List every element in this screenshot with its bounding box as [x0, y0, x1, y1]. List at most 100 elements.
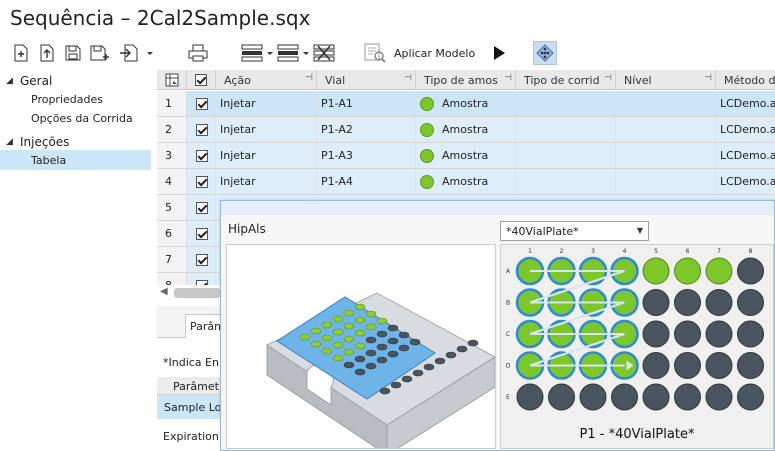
plate-view-icon[interactable] — [533, 41, 557, 65]
column-header-vial[interactable]: Vial⊣ — [317, 70, 416, 90]
cell-tipo-amostra[interactable]: Amostra — [416, 143, 516, 169]
cell-nivel[interactable] — [616, 169, 716, 195]
vial-C6[interactable] — [674, 320, 701, 348]
collapse-triangle-icon[interactable]: ◢ — [6, 76, 13, 86]
table-row[interactable]: 2 Injetar P1-A2 Amostra LCDemo.am — [157, 117, 775, 143]
cell-vial[interactable]: P1-A2 — [317, 117, 416, 143]
plate-type-dropdown[interactable]: *40VialPlate* ▼ — [500, 221, 649, 241]
chevron-down-icon[interactable]: ▼ — [636, 226, 643, 235]
vial-C5[interactable] — [642, 320, 670, 348]
cell-acao[interactable]: Injetar — [216, 91, 317, 117]
insert-above-icon[interactable] — [36, 42, 58, 64]
pin-icon[interactable]: ⊣ — [404, 73, 412, 83]
vial-E2[interactable] — [548, 383, 575, 411]
horizontal-scrollbar[interactable]: ◀ — [157, 285, 222, 301]
save-as-icon[interactable] — [88, 42, 112, 64]
cell-metodo[interactable]: LCDemo.am — [716, 143, 775, 169]
column-header-metodo[interactable]: Método d — [716, 70, 775, 90]
vial-E6[interactable] — [674, 383, 701, 411]
apply-template-icon[interactable] — [362, 42, 388, 64]
cell-acao[interactable]: Injetar — [216, 143, 317, 169]
column-chooser-icon[interactable] — [157, 70, 187, 90]
pin-icon[interactable]: ⊣ — [305, 73, 313, 83]
scroll-left-icon[interactable]: ◀ — [160, 286, 168, 297]
cell-tipo-corrida[interactable] — [516, 169, 616, 195]
apply-template-button[interactable]: Aplicar Modelo — [394, 47, 476, 60]
vial-D6[interactable] — [674, 352, 701, 379]
vial-A8[interactable] — [737, 257, 764, 285]
tree-item-tabela[interactable]: Tabela — [0, 150, 151, 170]
tree-group-injecoes[interactable]: ◢Injeções — [0, 132, 151, 152]
tree-group-geral[interactable]: ◢Geral — [0, 71, 151, 91]
table-row[interactable]: 4 Injetar P1-A4 Amostra LCDemo.am — [157, 169, 775, 195]
select-all-checkbox[interactable] — [187, 70, 216, 90]
column-header-nivel[interactable]: Nível⊣ — [616, 70, 716, 90]
pin-icon[interactable]: ⊣ — [704, 73, 712, 83]
run-icon[interactable] — [489, 42, 509, 64]
cell-vial[interactable]: P1-A3 — [317, 143, 416, 169]
vial-D5[interactable] — [642, 352, 670, 379]
row-checkbox[interactable] — [187, 247, 216, 273]
row-checkbox[interactable] — [187, 143, 216, 169]
table-row[interactable]: 1 Injetar P1-A1 Amostra LCDemo.am — [157, 91, 775, 117]
cell-tipo-corrida[interactable] — [516, 91, 616, 117]
vial-B5[interactable] — [642, 289, 670, 316]
cell-vial[interactable]: P1-A1 — [317, 91, 416, 117]
tree-item-propriedades[interactable]: Propriedades — [31, 92, 103, 106]
vial-A7[interactable] — [705, 257, 733, 285]
cell-acao[interactable]: Injetar — [216, 169, 317, 195]
vial-C7[interactable] — [705, 320, 733, 348]
parameter-row-sample-lot[interactable]: Sample Lot — [157, 395, 227, 419]
pin-icon[interactable]: ⊣ — [504, 73, 512, 83]
table-row[interactable]: 3 Injetar P1-A3 Amostra LCDemo.am — [157, 143, 775, 169]
cell-nivel[interactable] — [616, 143, 716, 169]
vial-C8[interactable] — [737, 320, 764, 348]
vial-B7[interactable] — [705, 289, 733, 316]
vial-E1[interactable] — [516, 383, 544, 411]
delete-rows-icon[interactable] — [312, 42, 336, 64]
row-checkbox[interactable] — [187, 169, 216, 195]
pin-icon[interactable]: ⊣ — [604, 73, 612, 83]
row-checkbox[interactable] — [187, 221, 216, 247]
cell-tipo-corrida[interactable] — [516, 117, 616, 143]
parameter-row-expiration[interactable]: Expiration — [163, 430, 219, 443]
collapse-triangle-icon[interactable]: ◢ — [6, 137, 13, 147]
fill-down-icon[interactable] — [240, 42, 276, 64]
vial-A6[interactable] — [674, 257, 701, 285]
save-icon[interactable] — [62, 42, 84, 64]
vial-B6[interactable] — [674, 289, 701, 316]
scroll-thumb[interactable] — [174, 288, 220, 298]
new-row-icon[interactable] — [10, 42, 32, 64]
vial-E8[interactable] — [737, 383, 764, 411]
cell-nivel[interactable] — [616, 117, 716, 143]
cell-tipo-corrida[interactable] — [516, 143, 616, 169]
row-checkbox[interactable] — [187, 117, 216, 143]
row-checkbox[interactable] — [187, 91, 216, 117]
print-icon[interactable] — [186, 42, 210, 64]
cell-nivel[interactable] — [616, 91, 716, 117]
cell-tipo-amostra[interactable]: Amostra — [416, 91, 516, 117]
tab-parametros[interactable]: Parâm — [185, 314, 235, 338]
row-checkbox[interactable] — [187, 195, 216, 221]
column-header-acao[interactable]: Ação⊣ — [216, 70, 317, 90]
cell-acao[interactable]: Injetar — [216, 117, 317, 143]
vial-E7[interactable] — [705, 383, 733, 411]
vial-B8[interactable] — [737, 289, 764, 316]
vial-E5[interactable] — [642, 383, 670, 411]
column-header-tipo-amostra[interactable]: Tipo de amos⊣ — [416, 70, 516, 90]
cell-metodo[interactable]: LCDemo.am — [716, 91, 775, 117]
column-header-tipo-corrida[interactable]: Tipo de corrid⊣ — [516, 70, 616, 90]
move-row-icon[interactable] — [276, 42, 312, 64]
tree-item-opcoes-corrida[interactable]: Opções da Corrida — [31, 111, 133, 125]
vial-D8[interactable] — [737, 352, 764, 379]
vial-E3[interactable] — [579, 383, 607, 411]
vial-D7[interactable] — [705, 352, 733, 379]
vial-E4[interactable] — [611, 383, 638, 411]
cell-tipo-amostra[interactable]: Amostra — [416, 117, 516, 143]
cell-metodo[interactable]: LCDemo.am — [716, 117, 775, 143]
cell-tipo-amostra[interactable]: Amostra — [416, 169, 516, 195]
import-icon[interactable] — [118, 42, 158, 64]
cell-vial[interactable]: P1-A4 — [317, 169, 416, 195]
cell-metodo[interactable]: LCDemo.am — [716, 169, 775, 195]
